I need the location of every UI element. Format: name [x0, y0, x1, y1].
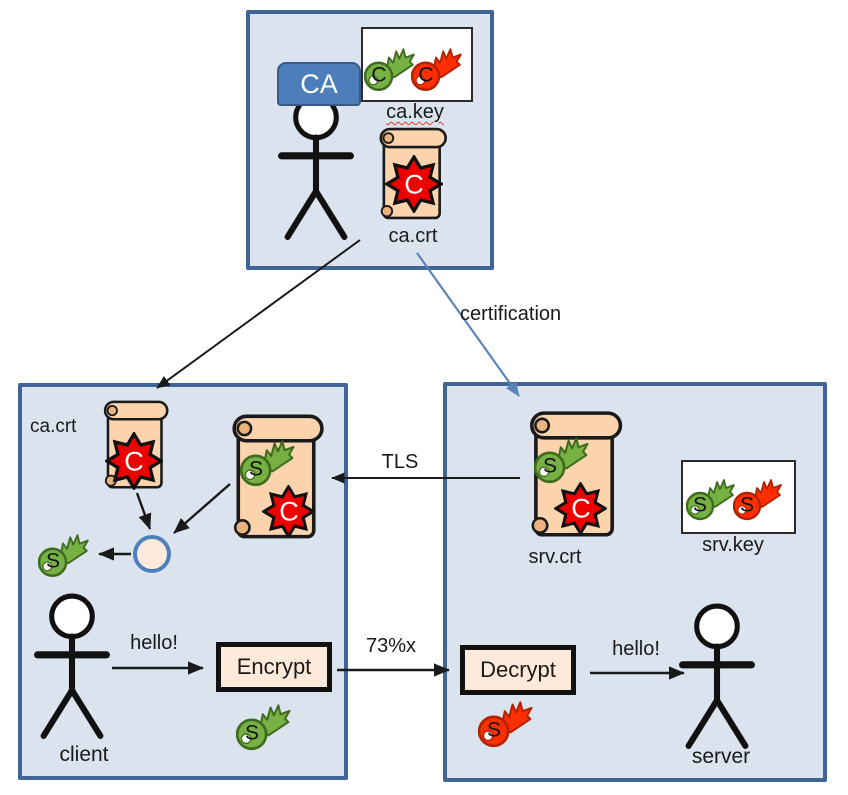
srv-crt-label: srv.crt: [528, 546, 582, 568]
srv-seal-letter: C: [571, 493, 591, 524]
ca-crt-label: ca.crt: [388, 225, 438, 247]
server-label: server: [691, 745, 751, 768]
verify-node: [133, 535, 171, 573]
ca-pubkey-letter: C: [371, 63, 387, 87]
decrypt-label: Decrypt: [480, 657, 556, 682]
srv-privkey-letter: S: [739, 493, 755, 517]
client-ca-crt-label: ca.crt: [30, 416, 77, 437]
client-box: [18, 383, 348, 780]
server-hello-label: hello!: [612, 638, 660, 660]
ca-seal-letter: C: [404, 169, 424, 200]
srv-key-label: srv.key: [702, 534, 764, 556]
srv-pubkey-letter: S: [692, 493, 708, 517]
srv-decrypt-key-letter: S: [486, 718, 502, 742]
ca-privkey-letter: C: [418, 63, 434, 87]
encrypt-box: Encrypt: [216, 642, 332, 692]
ciphertext-label: 73%x: [365, 635, 417, 657]
ca-hat-label: CA: [300, 68, 338, 99]
client-hello-label: hello!: [130, 632, 178, 654]
client-extracted-key-letter: S: [45, 549, 61, 573]
encrypt-label: Encrypt: [236, 654, 312, 679]
client-encrypt-key-letter: S: [244, 721, 260, 745]
ca-hat: CA: [277, 62, 361, 106]
client-ca-seal-letter: C: [124, 446, 144, 477]
srv-cert-pubkey-letter: S: [542, 454, 558, 478]
tls-label: TLS: [381, 451, 419, 473]
ca-key-label: ca.key: [386, 101, 444, 123]
client-received-pubkey-letter: S: [248, 457, 264, 481]
client-label: client: [59, 743, 109, 766]
client-received-seal-letter: C: [279, 496, 299, 527]
certification-label: certification: [460, 303, 562, 325]
decrypt-box: Decrypt: [460, 645, 576, 695]
